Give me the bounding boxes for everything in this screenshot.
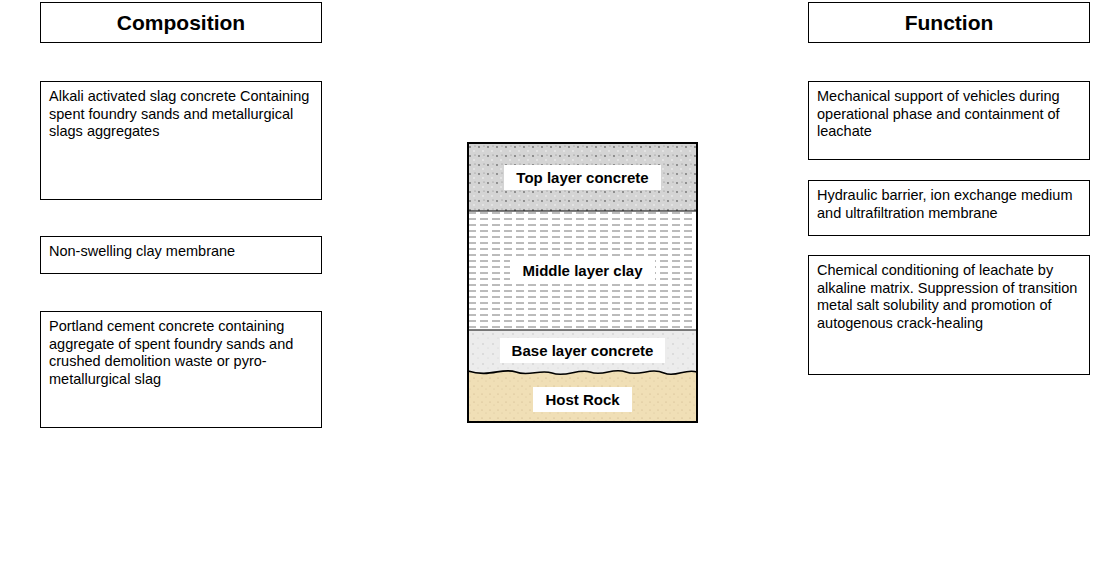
heading-text: Composition: [117, 11, 245, 35]
function-box: Mechanical support of vehicles during op…: [808, 81, 1090, 160]
heading-text: Function: [905, 11, 994, 35]
layer-band: Top layer concrete: [468, 143, 697, 211]
composition-box: Portland cement concrete containing aggr…: [40, 311, 322, 428]
column-heading: Composition: [40, 2, 322, 43]
box-text: Chemical conditioning of leachate by alk…: [817, 262, 1081, 333]
box-text: Hydraulic barrier, ion exchange medium a…: [817, 187, 1081, 222]
layer-label: Host Rock: [533, 387, 631, 412]
layer-band: Host Rock: [468, 376, 697, 422]
composition-box: Non-swelling clay membrane: [40, 236, 322, 274]
function-box: Hydraulic barrier, ion exchange medium a…: [808, 180, 1090, 236]
layer-band: Middle layer clay: [468, 211, 697, 330]
box-text: Alkali activated slag concrete Containin…: [49, 88, 313, 141]
box-text: Mechanical support of vehicles during op…: [817, 88, 1081, 141]
function-box: Chemical conditioning of leachate by alk…: [808, 255, 1090, 375]
box-text: Portland cement concrete containing aggr…: [49, 318, 313, 389]
layer-label: Top layer concrete: [504, 165, 660, 190]
layer-band: Base layer concrete: [468, 330, 697, 370]
layer-label: Base layer concrete: [500, 338, 666, 363]
composition-box: Alkali activated slag concrete Containin…: [40, 81, 322, 200]
box-text: Non-swelling clay membrane: [49, 243, 313, 261]
layer-label: Middle layer clay: [510, 258, 654, 283]
column-heading: Function: [808, 2, 1090, 43]
